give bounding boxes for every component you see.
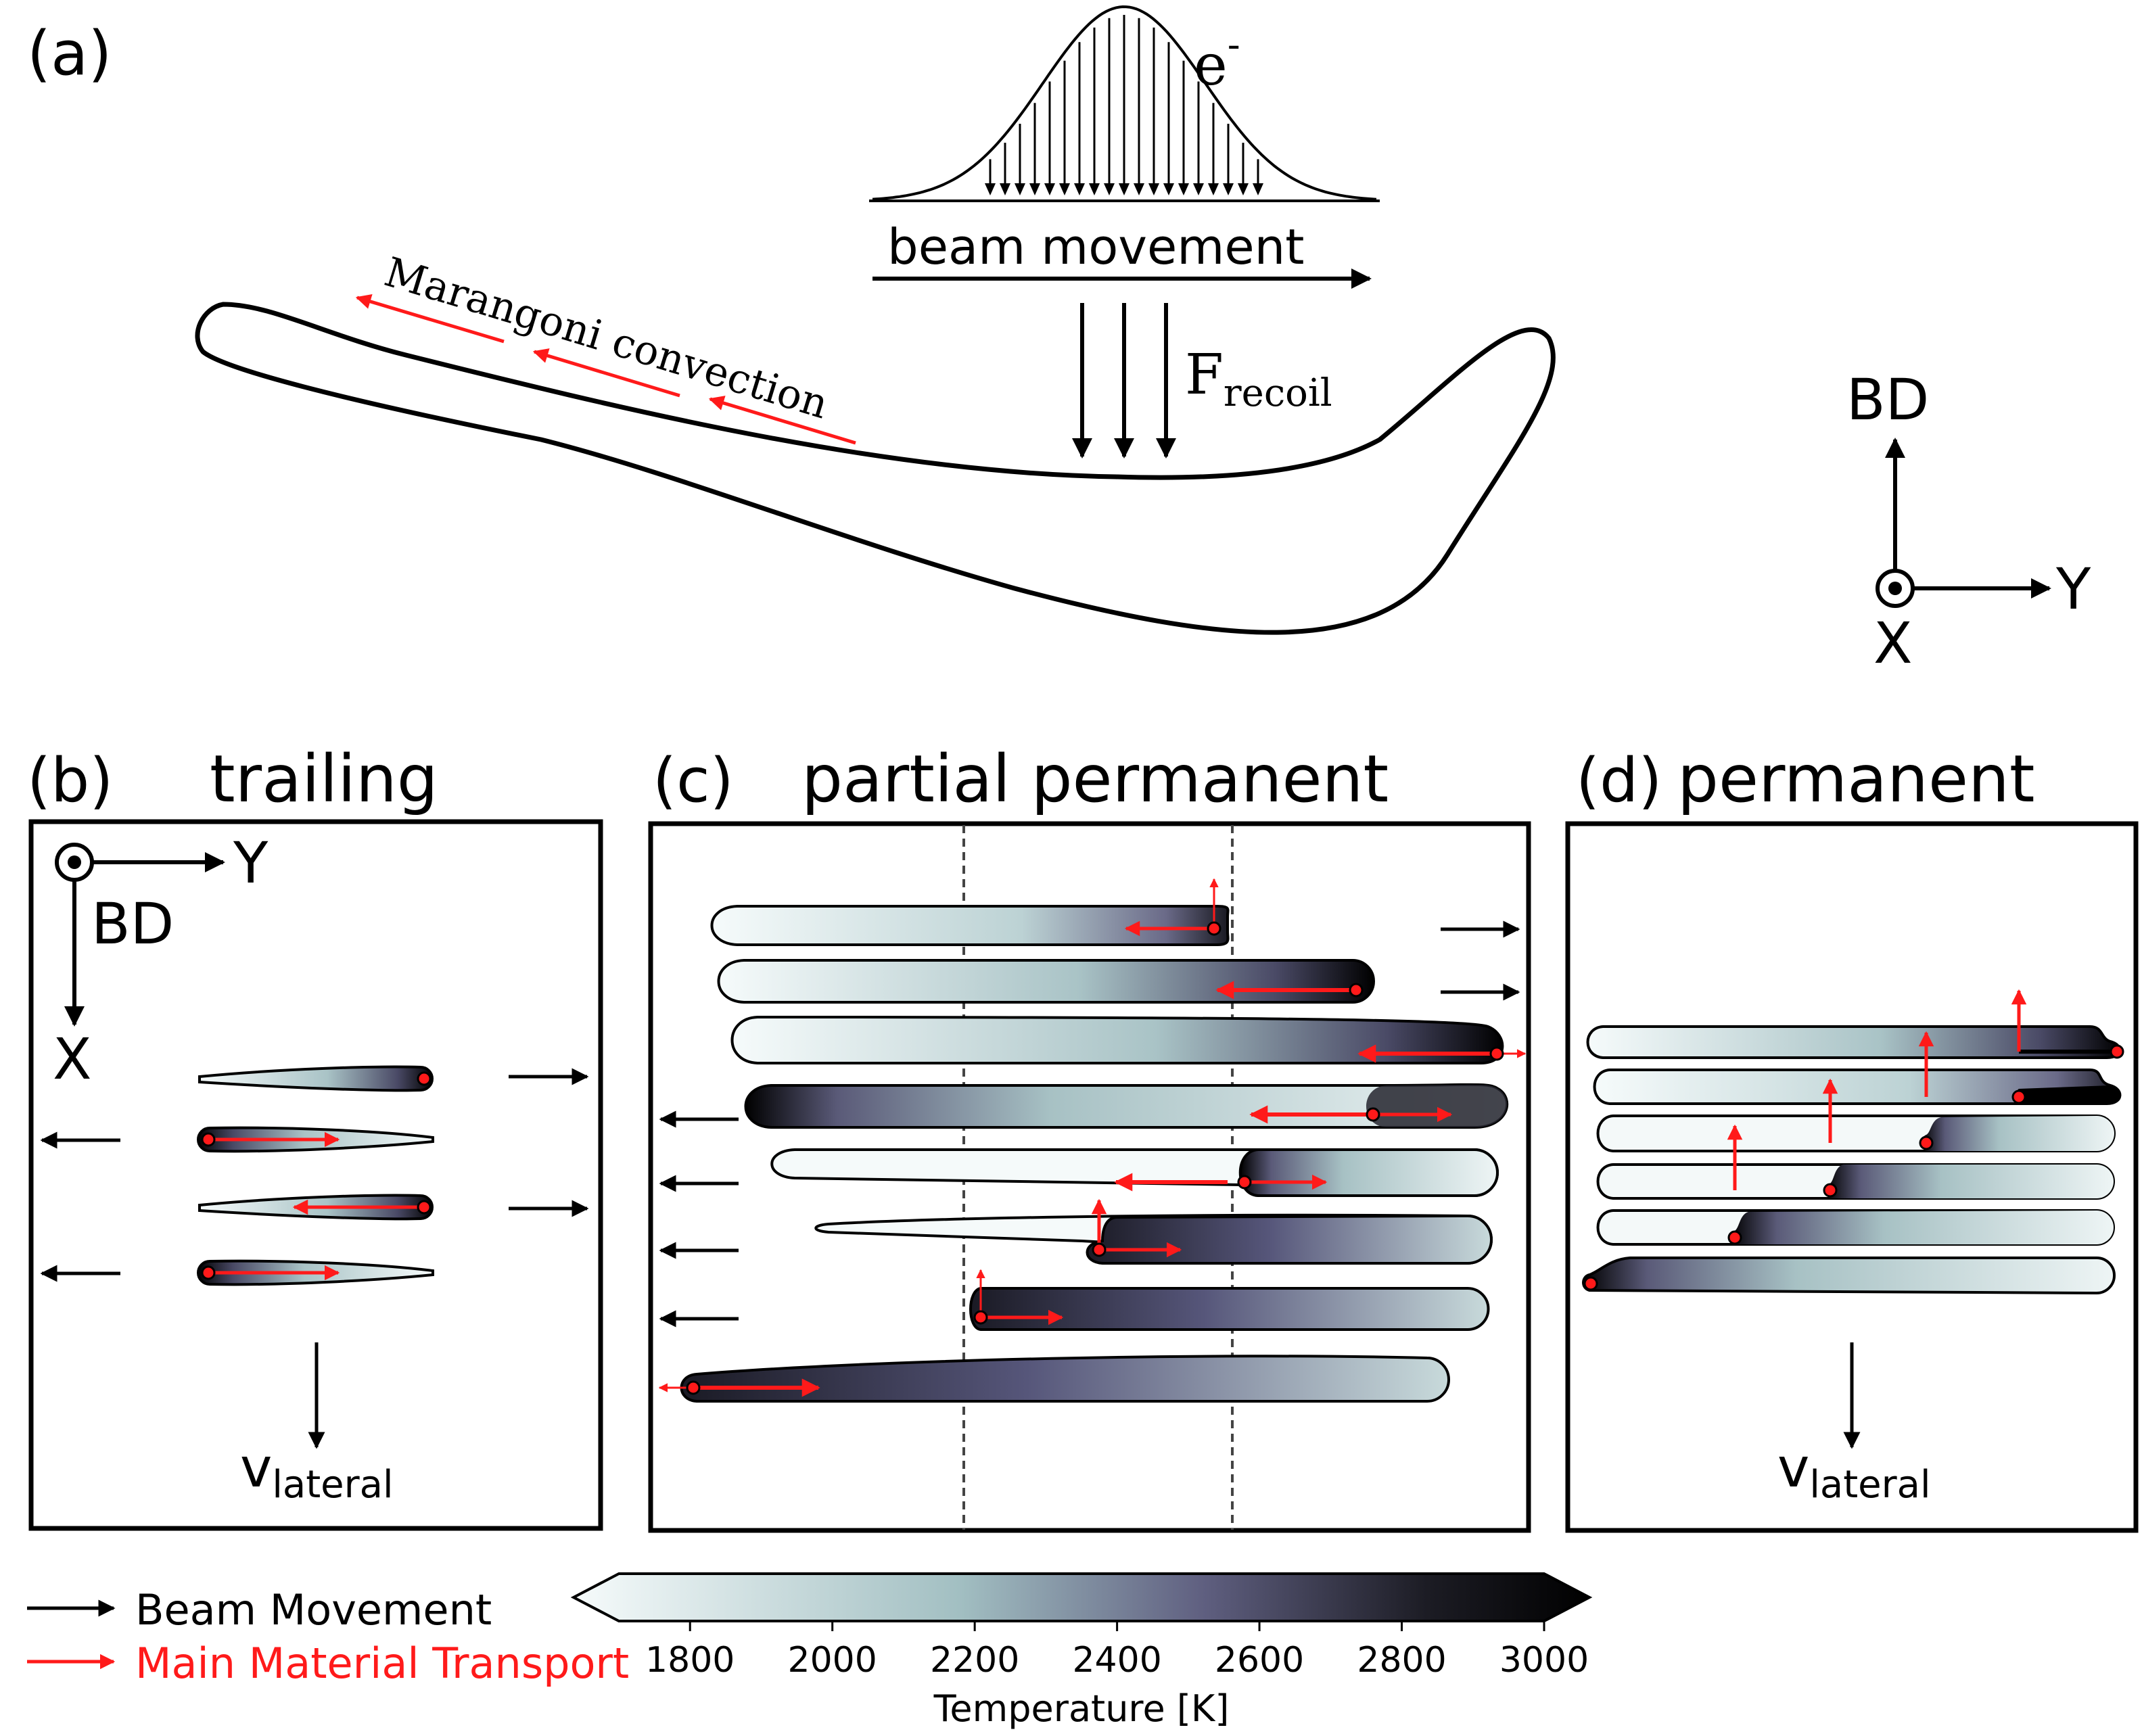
colorbar-tick-label: 2200 — [930, 1640, 1019, 1681]
lateral-velocity-label-b: v — [240, 1436, 272, 1499]
beam-movement-label: beam movement — [887, 218, 1305, 275]
beam-intensity-arrowhead — [1208, 183, 1219, 195]
partial-pool-3 — [730, 1015, 1527, 1064]
beam-intensity-arrowhead — [985, 183, 996, 195]
panel-b-label: (b) — [27, 745, 113, 816]
panel-d: (d) permanent — [1565, 741, 2139, 1533]
partial-pool-2 — [717, 959, 1375, 1004]
legend-transport-label: Main Material Transport — [135, 1639, 629, 1688]
beam-intensity-arrowhead — [1134, 183, 1144, 195]
permanent-pool-3 — [1596, 1078, 2116, 1152]
lateral-velocity-label-d: v — [1777, 1436, 1809, 1499]
panel-d-frame — [1565, 821, 2139, 1533]
coordinate-system-b — [55, 843, 225, 1027]
panel-a-label: (a) — [27, 18, 112, 89]
colorbar-title: Temperature [K] — [933, 1687, 1230, 1730]
temperature-colorbar: 1800 2000 2200 2400 2600 2800 3000 Temperature… — [570, 1572, 1593, 1730]
panel-c-label: (c) — [653, 745, 734, 816]
panel-a: (a) e- beam movement Frecoil Marangoni c… — [27, 5, 2091, 676]
marangoni-arrows — [355, 294, 856, 445]
beam-intensity-arrowhead — [1000, 183, 1010, 195]
beam-intensity-arrowhead — [1119, 183, 1130, 195]
axis-x-b: X — [53, 1026, 92, 1092]
beam-intensity-arrowhead — [1238, 183, 1249, 195]
colorbar-bar — [570, 1572, 1593, 1622]
beam-intensity-arrowhead — [1029, 183, 1040, 195]
beam-intensity-arrowhead — [1074, 183, 1085, 195]
colorbar-tick-label: 2600 — [1215, 1640, 1304, 1681]
beam-intensity-arrowhead — [1059, 183, 1070, 195]
coordinate-system-a — [1876, 438, 2051, 608]
trailing-pool-4 — [197, 1259, 434, 1286]
panel-c-frame — [648, 821, 1531, 1533]
panel-c-title: partial permanent — [801, 741, 1389, 817]
svg-text:vlateral: vlateral — [1777, 1436, 1931, 1507]
partial-pool-6 — [814, 1198, 1493, 1265]
panel-d-label: (d) — [1576, 745, 1662, 816]
svg-text:e-: e- — [1194, 23, 1240, 98]
axis-y-a: Y — [2055, 556, 2091, 622]
electron-charge: - — [1228, 23, 1240, 67]
axis-bd-b: BD — [91, 891, 174, 957]
partial-pool-4 — [744, 1083, 1509, 1129]
lateral-velocity-sub-b: lateral — [272, 1463, 393, 1507]
beam-intensity-arrowhead — [1253, 183, 1263, 195]
panel-c: (c) partial permanent — [648, 741, 1531, 1533]
beam-intensity-arrowhead — [1163, 183, 1174, 195]
svg-text:vlateral: vlateral — [240, 1436, 394, 1507]
beam-intensity-arrowhead — [1089, 183, 1100, 195]
permanent-pool-6 — [1582, 1257, 2116, 1295]
colorbar-ticks: 1800 2000 2200 2400 2600 2800 3000 — [645, 1621, 1589, 1681]
beam-intensity-arrowhead — [1044, 183, 1055, 195]
beam-intensity-arrowhead — [1193, 183, 1204, 195]
legend-beam-label: Beam Movement — [135, 1585, 492, 1635]
colorbar-tick-label: 2400 — [1072, 1640, 1161, 1681]
beam-direction-arrows-c — [659, 920, 1520, 1328]
partial-pool-7 — [969, 1269, 1490, 1331]
colorbar-tick-label: 2000 — [788, 1640, 877, 1681]
beam-intensity-arrowhead — [1178, 183, 1189, 195]
axis-y-b: Y — [233, 830, 269, 896]
melt-pool-cross-section — [195, 302, 1556, 635]
permanent-pool-5 — [1596, 1209, 2115, 1246]
partial-pool-1 — [710, 878, 1230, 946]
beam-intensity-arrowhead — [1223, 183, 1234, 195]
recoil-subscript: recoil — [1224, 371, 1332, 415]
beam-intensity-arrowhead — [1015, 183, 1025, 195]
permanent-pool-4 — [1596, 1124, 2115, 1200]
panel-b-frame — [28, 819, 603, 1531]
colorbar-tick-label: 3000 — [1499, 1640, 1589, 1681]
partial-pool-8 — [658, 1355, 1450, 1403]
lateral-velocity-sub-d: lateral — [1809, 1463, 1930, 1507]
legend: Beam Movement Main Material Transport — [27, 1585, 629, 1688]
recoil-force-label: F — [1185, 343, 1224, 407]
axis-x-a: X — [1873, 610, 1913, 676]
permanent-pool-1 — [1586, 989, 2124, 1059]
recoil-arrows — [1072, 303, 1176, 459]
gaussian-beam-profile — [869, 5, 1380, 202]
panel-b: (b) trailing Y BD X — [27, 741, 603, 1531]
colorbar-tick-label: 2800 — [1357, 1640, 1446, 1681]
svg-text:Frecoil: Frecoil — [1185, 343, 1332, 415]
panel-b-title: trailing — [210, 741, 438, 817]
colorbar-tick-label: 1800 — [645, 1640, 735, 1681]
partial-pool-5 — [770, 1148, 1499, 1198]
trailing-pool-3 — [198, 1194, 434, 1221]
axis-bd-a: BD — [1846, 367, 1929, 433]
beam-intensity-arrowhead — [1148, 183, 1159, 195]
beam-intensity-arrowhead — [1104, 183, 1115, 195]
trailing-pool-1 — [198, 1065, 434, 1092]
beam-direction-arrows-b — [40, 1068, 589, 1282]
trailing-pool-2 — [197, 1126, 434, 1153]
permanent-pool-2 — [1593, 1031, 2122, 1105]
electron-label: e — [1194, 32, 1228, 98]
panel-d-title: permanent — [1677, 741, 2035, 817]
